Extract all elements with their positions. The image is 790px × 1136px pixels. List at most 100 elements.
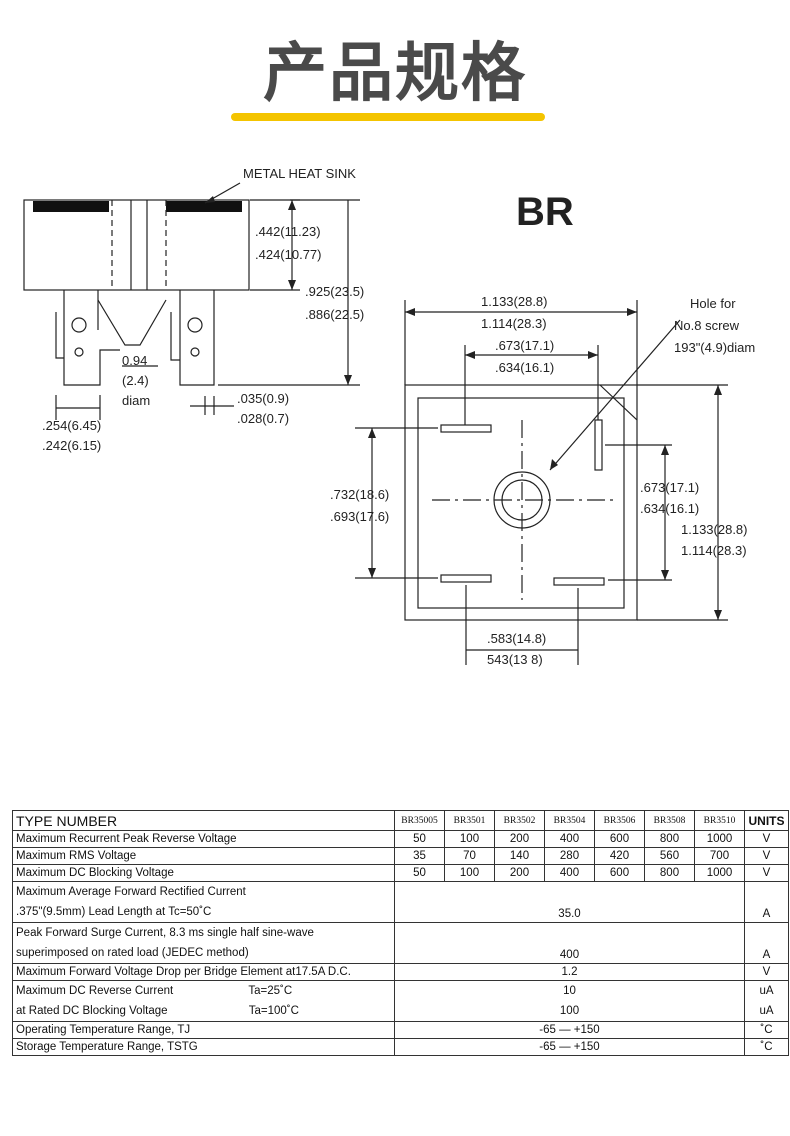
side-lead-left [63, 290, 120, 386]
cell-value: 200 [494, 864, 545, 882]
height-min: 1.114(28.3) [681, 543, 747, 558]
heat-sink-left [33, 201, 109, 212]
left-min: .693(17.6) [330, 509, 389, 524]
cell-value: 100 [444, 830, 495, 848]
heat-sink-right [166, 201, 242, 212]
ir-label-2: at Rated DC Blocking Voltage [16, 1005, 168, 1017]
model-header: BR3510 [694, 810, 745, 831]
cell-value: 10 [394, 980, 745, 1001]
cell-unit: A [744, 922, 789, 964]
top-view-inner [417, 397, 625, 609]
cell-unit: V [744, 963, 789, 981]
row-label: Maximum DC Blocking Voltage [12, 864, 395, 882]
side-lead-right [179, 290, 215, 386]
bottom-max: .583(14.8) [487, 631, 546, 646]
cell-value: 35 [394, 847, 445, 865]
table-row: Maximum RMS Voltage 35 70 140 280 420 56… [12, 847, 789, 865]
hole-dim-2: (2.4) [122, 373, 149, 388]
table-row: Maximum Average Forward Rectified Curren… [12, 881, 789, 923]
cell-value: 400 [544, 864, 595, 882]
cell-value: 400 [394, 922, 745, 964]
cell-value: 50 [394, 864, 445, 882]
ir-cond-1: Ta=25˚C [248, 985, 293, 997]
table-row: at Rated DC Blocking Voltage Ta=100˚C 10… [12, 1001, 789, 1022]
cell-value: 100 [394, 1001, 745, 1022]
type-number-row: TYPE NUMBER BR35005 BR3501 BR3502 BR3504… [12, 810, 789, 831]
cell-unit: ˚C [744, 1021, 789, 1039]
ir-cond-2: Ta=100˚C [248, 1005, 299, 1017]
cell-unit: V [744, 830, 789, 848]
top-width-min: 1.114(28.3) [481, 316, 547, 331]
cell-unit: A [744, 881, 789, 923]
cell-value: 35.0 [394, 881, 745, 923]
cell-unit: V [744, 847, 789, 865]
hole-label-2: No.8 screw [674, 318, 740, 333]
hole-dim-1: 0.94 [122, 353, 147, 368]
cell-value: 100 [444, 864, 495, 882]
hole-label-3: 193"(4.9)diam [674, 340, 755, 355]
hole-dim-3: diam [122, 393, 150, 408]
cell-value: -65 — +150 [394, 1021, 745, 1039]
row-label: .375"(9.5mm) Lead Length at Tc=50˚C [12, 902, 395, 923]
right-inner-min: .634(16.1) [640, 501, 699, 516]
pin-slot-bottom-left [440, 574, 492, 583]
screw-hole-inner [501, 479, 543, 521]
table-row: Maximum Forward Voltage Drop per Bridge … [12, 963, 789, 981]
cell-value: 70 [444, 847, 495, 865]
screw-hole-outer [493, 471, 551, 529]
cell-value: 1000 [694, 864, 745, 882]
dim-h1-max: .442(11.23) [255, 224, 321, 239]
lead-w-min: .242(6.15) [42, 438, 101, 453]
cell-value: 600 [594, 864, 645, 882]
height-max: 1.133(28.8) [681, 522, 748, 537]
hole-label-1: Hole for [690, 296, 736, 311]
table-row: Operating Temperature Range, TJ -65 — +1… [12, 1021, 789, 1039]
side-view-body [23, 199, 250, 291]
row-label: at Rated DC Blocking Voltage Ta=100˚C [12, 1001, 395, 1022]
model-header: BR35005 [394, 810, 445, 831]
pin-slot-top-left [440, 424, 492, 433]
lead-thk-min: .028(0.7) [237, 411, 289, 426]
package-name: BR [516, 190, 574, 234]
heat-sink-label: METAL HEAT SINK [243, 166, 356, 181]
table-row: superimposed on rated load (JEDEC method… [12, 943, 789, 964]
cell-unit: uA [744, 1001, 789, 1022]
row-label: superimposed on rated load (JEDEC method… [12, 943, 395, 964]
row-label: Storage Temperature Range, TSTG [12, 1038, 395, 1056]
cell-value: 200 [494, 830, 545, 848]
dim-h1-min: .424(10.77) [255, 247, 322, 262]
dim-h2-min: .886(22.5) [305, 307, 364, 322]
page-title: 产品规格 [263, 37, 527, 111]
pin-slot-bottom-right [553, 577, 605, 586]
cell-value: 600 [594, 830, 645, 848]
table-row: Maximum DC Blocking Voltage 50 100 200 4… [12, 864, 789, 882]
table-row: Storage Temperature Range, TSTG -65 — +1… [12, 1038, 789, 1056]
right-inner-max: .673(17.1) [640, 480, 699, 495]
spec-header: 产品规格 [23, 37, 755, 667]
row-label: Operating Temperature Range, TJ [12, 1021, 395, 1039]
model-header: BR3506 [594, 810, 645, 831]
cell-value: 800 [644, 830, 695, 848]
top-width-max: 1.133(28.8) [481, 294, 548, 309]
ir-label-1: Maximum DC Reverse Current [16, 985, 174, 997]
dim-h2-max: .925(23.5) [305, 284, 364, 299]
pin-top-min: .634(16.1) [495, 360, 554, 375]
top-view-outline [404, 384, 638, 621]
cell-value: 1000 [694, 830, 745, 848]
table-row: Maximum DC Reverse Current Ta=25˚C 10 uA [12, 980, 789, 1001]
table-row: Maximum Recurrent Peak Reverse Voltage 5… [12, 830, 789, 848]
cell-unit: uA [744, 980, 789, 1001]
cell-value: 1.2 [394, 963, 745, 981]
cell-value: 140 [494, 847, 545, 865]
row-label: Maximum Forward Voltage Drop per Bridge … [12, 963, 395, 981]
cell-value: 50 [394, 830, 445, 848]
model-header: BR3501 [444, 810, 495, 831]
model-header: BR3508 [644, 810, 695, 831]
cell-value: -65 — +150 [394, 1038, 745, 1056]
pin-top-max: .673(17.1) [495, 338, 554, 353]
cell-value: 400 [544, 830, 595, 848]
cell-value: 280 [544, 847, 595, 865]
lead-w-max: .254(6.45) [42, 418, 101, 433]
specification-table: TYPE NUMBER BR35005 BR3501 BR3502 BR3504… [12, 810, 789, 1056]
cell-value: 420 [594, 847, 645, 865]
